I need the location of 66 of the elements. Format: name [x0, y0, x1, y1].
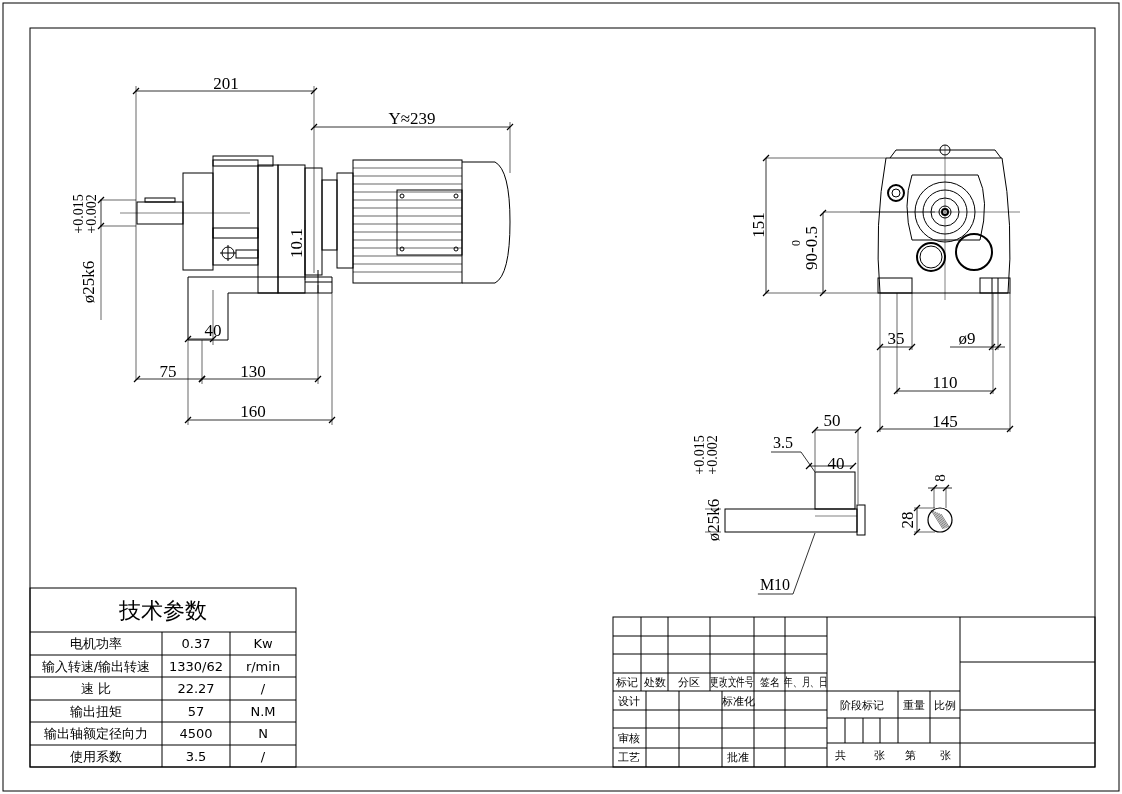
dimension-text: 151	[749, 212, 767, 238]
field-label: 张	[939, 749, 951, 761]
dimension-text: 28	[898, 511, 916, 529]
dimension-text: 110	[932, 373, 958, 391]
tolerance-text: +0.002	[85, 194, 99, 234]
table-text: 0.37	[181, 636, 211, 650]
table-text: 电机功率	[70, 636, 122, 650]
table-text: 输入转速/输出转速	[41, 659, 151, 673]
callout-text: 3.5	[773, 435, 793, 451]
field-label: 更改文件号	[710, 676, 754, 688]
field-label: 年、月、日	[784, 676, 828, 688]
table-text: r/min	[245, 659, 281, 673]
leader-line	[757, 532, 816, 595]
dimension-text: 50	[823, 411, 841, 429]
table-text: N	[258, 726, 268, 740]
dimension-text: 75	[159, 362, 177, 380]
table-title: 技术参数	[119, 600, 207, 622]
field-label: 共	[834, 749, 846, 761]
field-label: 阶段标记	[840, 699, 884, 711]
table-text: 使用系数	[70, 749, 122, 763]
field-label: 签名	[760, 676, 780, 688]
dimension-text: 40	[827, 454, 845, 472]
field-label: 审核	[618, 732, 640, 744]
table-text: /	[260, 749, 266, 763]
dimension-text: 145	[932, 412, 958, 430]
dimension-text: 40	[204, 321, 222, 339]
field-label: 分区	[678, 676, 700, 688]
table-text: 输出轴额定径向力	[44, 726, 148, 740]
table-text: 4500	[179, 726, 213, 740]
field-label: 批准	[727, 751, 749, 763]
dimension-text: ø25k6	[79, 260, 97, 304]
table-text: 速 比	[80, 681, 112, 695]
leader-line	[770, 451, 816, 473]
table-text: N.M	[250, 704, 276, 718]
field-label: 张	[873, 749, 885, 761]
table-text: Kw	[253, 636, 273, 650]
dimension-text: 8	[932, 474, 948, 482]
dimension-text: 160	[240, 402, 266, 420]
table-text: 3.5	[185, 749, 207, 763]
tolerance-text: +0.015	[72, 194, 86, 234]
callout-text: M10	[759, 577, 791, 593]
dimension-text: 35	[887, 329, 905, 347]
dimension-text: Y≈239	[388, 109, 436, 127]
field-label: 标准化	[721, 695, 755, 707]
tolerance-text: +0.015	[693, 435, 707, 475]
table-text: 22.27	[177, 681, 215, 695]
dimension-text: ø25k6	[704, 498, 722, 542]
field-label: 处数	[644, 676, 666, 688]
field-label: 重量	[903, 699, 925, 711]
field-label: 比例	[934, 699, 956, 711]
dimension-text: 201	[213, 74, 239, 92]
table-text: 输出扭矩	[70, 704, 122, 718]
shaft-detail-drawing	[724, 471, 866, 536]
dimension-text: 130	[240, 362, 266, 380]
field-label: 标记	[616, 676, 638, 688]
tolerance-text: +0.002	[706, 435, 720, 475]
tolerance-text: 0	[790, 240, 802, 246]
dimension-text: ø9	[958, 329, 976, 347]
field-label: 第	[904, 749, 916, 761]
table-text: 57	[187, 704, 205, 718]
field-label: 设计	[618, 695, 640, 707]
field-label: 工艺	[618, 751, 640, 763]
table-text: 1330/62	[169, 659, 223, 673]
dimension-text: 90-0.5	[802, 226, 820, 270]
table-text: /	[260, 681, 266, 695]
dimension-text: 10.1	[287, 228, 305, 258]
